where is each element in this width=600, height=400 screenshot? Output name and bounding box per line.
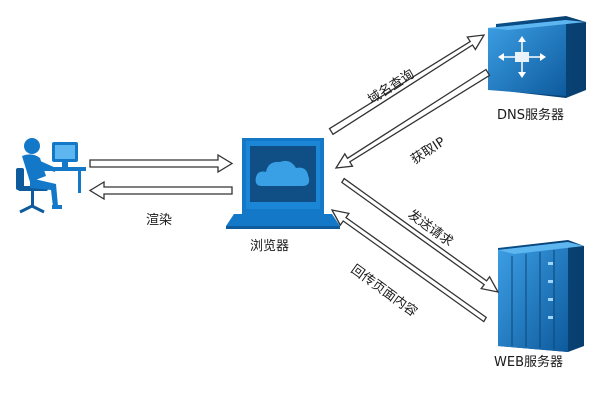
arrow-browser-to-web (340, 177, 500, 293)
browser-window-icon (226, 138, 340, 229)
dns-server-icon (488, 16, 586, 98)
arrow-browser-to-dns (328, 34, 486, 136)
arrow-browser-to-user (88, 180, 233, 201)
node-label-dns-server: DNS服务器 (497, 108, 564, 123)
arrow-web-to-browser (330, 209, 488, 323)
arrow-dns-to-browser (334, 68, 491, 169)
person-at-computer-icon (16, 138, 86, 214)
web-server-rack-icon (498, 240, 584, 352)
node-label-browser: 浏览器 (250, 239, 290, 254)
arrow-user-to-browser (89, 153, 234, 174)
edge-label-render: 渲染 (146, 213, 173, 228)
node-label-web-server: WEB服务器 (494, 355, 563, 370)
